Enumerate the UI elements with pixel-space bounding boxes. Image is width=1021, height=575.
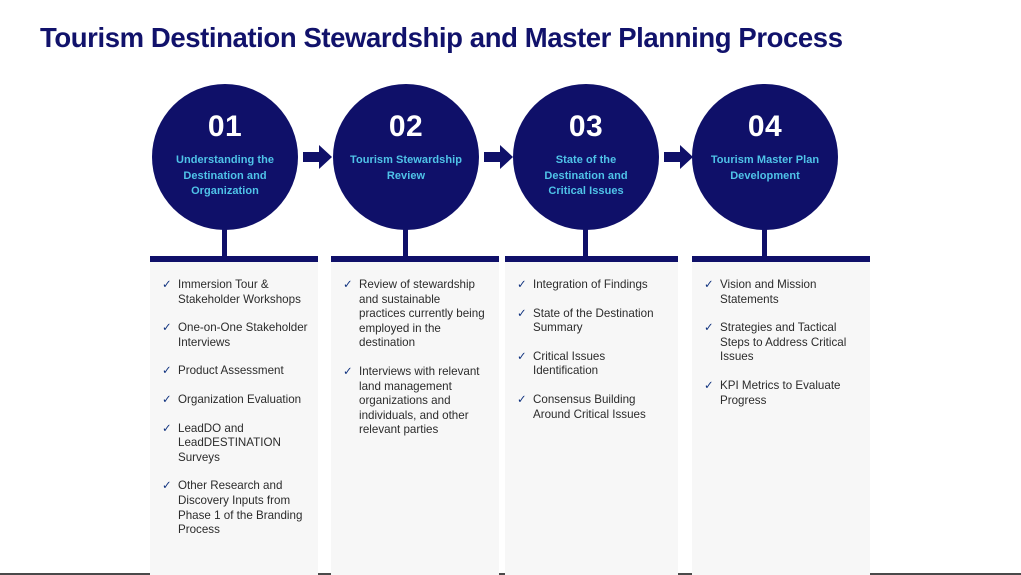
step-label-02: Tourism Stewardship Review xyxy=(350,154,462,182)
list-item-text: Immersion Tour & Stakeholder Workshops xyxy=(178,278,301,306)
list-item: ✓ Consensus Building Around Critical Issu… xyxy=(517,393,668,422)
check-icon: ✓ xyxy=(162,479,172,493)
list-item: ✓ Integration of Findings xyxy=(517,278,668,293)
list-item: ✓ Review of stewardship and sustainable p… xyxy=(343,278,489,351)
list-item: ✓ Organization Evaluation xyxy=(162,393,308,408)
check-icon: ✓ xyxy=(704,278,714,291)
list-item: ✓ One-on-One Stakeholder Interviews xyxy=(162,321,308,350)
check-icon: ✓ xyxy=(162,278,172,291)
check-icon: ✓ xyxy=(517,392,527,406)
check-icon: ✓ xyxy=(517,349,527,363)
list-item-text: State of the Destination Summary xyxy=(533,306,654,335)
check-icon: ✓ xyxy=(162,364,172,378)
list-item-text: Vision and Mission Statements xyxy=(720,278,817,306)
list-item: ✓ Critical Issues Identification xyxy=(517,350,668,379)
list-item-text: Review of stewardship and sustainable pr… xyxy=(359,278,485,350)
check-icon: ✓ xyxy=(162,392,172,406)
step-bar-04 xyxy=(692,256,870,262)
step-circle-03[interactable]: 03 State of the Destination and Critical… xyxy=(513,84,659,230)
list-item: ✓ Other Research and Discovery Inputs fro… xyxy=(162,479,308,537)
page-title: Tourism Destination Stewardship and Mast… xyxy=(40,22,843,53)
list-item-text: Strategies and Tactical Steps to Address… xyxy=(720,321,847,364)
step-number-02: 02 xyxy=(388,110,424,143)
list-item: ✓ Interviews with relevant land managemen… xyxy=(343,365,489,438)
list-item-text: KPI Metrics to Evaluate Progress xyxy=(720,378,841,407)
step-number-03: 03 xyxy=(568,110,604,143)
step-label-03: State of the Destination and Critical Is… xyxy=(544,154,628,197)
list-item: ✓ Vision and Mission Statements xyxy=(704,278,860,307)
check-icon: ✓ xyxy=(704,378,714,392)
step-panel-04: ✓ Vision and Mission Statements ✓ Strategi… xyxy=(692,262,870,575)
list-item: ✓ Product Assessment xyxy=(162,364,308,379)
step-circle-04[interactable]: 04 Tourism Master Plan Development xyxy=(692,84,838,230)
step-panel-01: ✓Immersion Tour & Stakeholder Workshops … xyxy=(150,262,318,575)
check-list-01: ✓Immersion Tour & Stakeholder Workshops … xyxy=(162,278,308,538)
list-item: ✓ LeadDO and LeadDESTINATION Surveys xyxy=(162,422,308,466)
step-stem-04 xyxy=(762,225,767,258)
check-icon: ✓ xyxy=(343,278,353,291)
list-item-text: One-on-One Stakeholder Interviews xyxy=(178,321,308,349)
check-icon: ✓ xyxy=(343,364,353,378)
check-icon: ✓ xyxy=(704,321,714,335)
check-list-03: ✓ Integration of Findings ✓ State of the D… xyxy=(517,278,668,422)
step-bar-02 xyxy=(331,256,499,262)
step-label-04: Tourism Master Plan Development xyxy=(710,154,820,182)
step-stem-01 xyxy=(222,225,227,258)
step-panel-03: ✓ Integration of Findings ✓ State of the D… xyxy=(505,262,678,575)
list-item: ✓ Immersion Tour & Stakeholder Workshops xyxy=(162,278,308,307)
list-item: ✓ State of the Destination Summary xyxy=(517,307,668,336)
check-list-04: ✓ Vision and Mission Statements ✓ Strategi… xyxy=(704,278,860,408)
list-item-text: Other Research and Discovery Inputs from… xyxy=(178,479,303,537)
check-icon: ✓ xyxy=(162,321,172,335)
list-item-text: Critical Issues Identification xyxy=(533,349,606,378)
list-item-text: Integration of Findings xyxy=(533,278,648,291)
list-item-text: Product Assessment xyxy=(178,364,284,378)
list-item-text: Interviews with relevant land management… xyxy=(359,364,480,437)
step-circle-01[interactable]: 01 Understanding the Destination and Org… xyxy=(152,84,298,230)
check-icon: ✓ xyxy=(517,278,527,291)
step-panel-02: ✓ Review of stewardship and sustainable p… xyxy=(331,262,499,575)
check-list-02: ✓ Review of stewardship and sustainable p… xyxy=(343,278,489,438)
step-number-01: 01 xyxy=(207,110,243,143)
step-number-04: 04 xyxy=(747,110,783,143)
list-item: ✓ Strategies and Tactical Steps to Addres… xyxy=(704,321,860,365)
list-item-text: Organization Evaluation xyxy=(178,392,302,406)
list-item-text: Consensus Building Around Critical Issue… xyxy=(533,392,646,421)
step-stem-02 xyxy=(403,225,408,258)
list-item-text: LeadDO and LeadDESTINATION Surveys xyxy=(178,421,281,464)
step-label-01: Understanding the Destination and Organi… xyxy=(175,154,275,197)
step-circle-02[interactable]: 02 Tourism Stewardship Review xyxy=(333,84,479,230)
check-icon: ✓ xyxy=(162,421,172,435)
check-icon: ✓ xyxy=(517,306,527,320)
step-bar-01 xyxy=(150,256,318,262)
step-stem-03 xyxy=(583,225,588,258)
step-bar-03 xyxy=(505,256,678,262)
list-item: ✓ KPI Metrics to Evaluate Progress xyxy=(704,379,860,408)
